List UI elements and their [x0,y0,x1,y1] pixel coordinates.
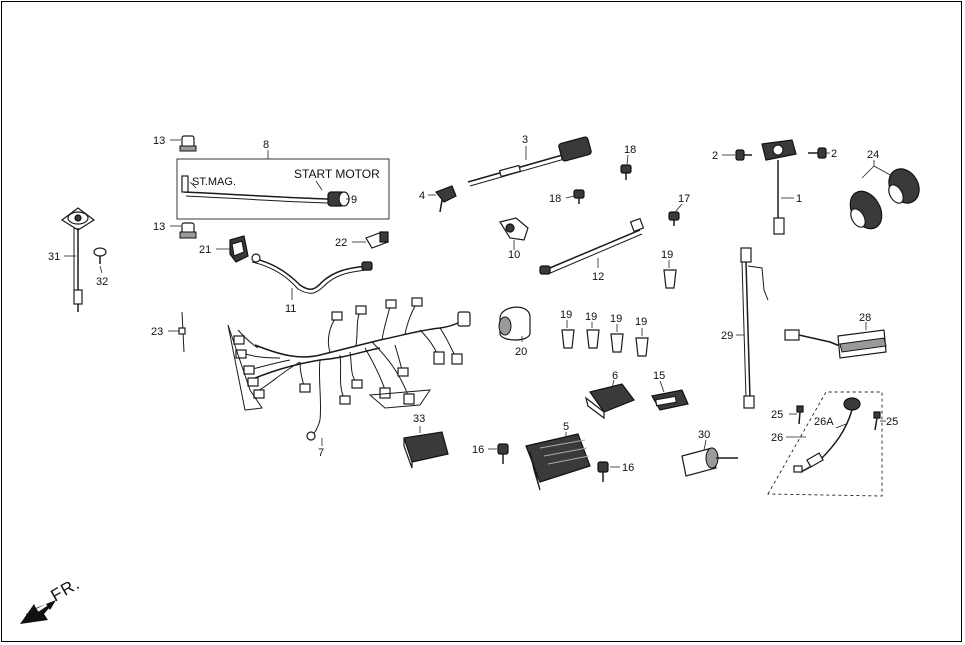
part-7-wire-harness[interactable] [227,297,471,441]
callout-5: 5 [563,421,569,433]
part-25-screw-left[interactable] [796,405,804,425]
callout-31: 31 [48,251,60,263]
callout-26a: 26A [814,416,834,428]
callout-11: 11 [285,303,296,315]
part-29-harness-lead[interactable] [740,247,769,409]
callout-22: 22 [335,237,347,249]
part-2-bolt-left[interactable] [735,149,752,161]
callout-15: 15 [653,370,665,382]
callout-1: 1 [796,193,802,205]
part-5-regulator[interactable] [525,433,591,491]
part-16-bolt-left[interactable] [497,443,509,464]
part-15-module[interactable] [651,389,689,411]
part-13-nut-bottom[interactable] [179,222,197,239]
part-16-bolt-right[interactable] [597,461,609,482]
front-label: FR. [48,574,84,606]
part-19-clip-d[interactable] [610,333,624,353]
part-22-boot[interactable] [365,231,389,249]
part-9-starter-cable[interactable] [181,175,350,207]
callout-20: 20 [515,346,527,358]
part-12-rod[interactable] [539,217,645,275]
callout-28: 28 [859,312,871,324]
callout-2-left: 2 [712,150,718,162]
callout-25-right: 25 [886,416,898,428]
part-13-nut-top[interactable] [179,135,197,152]
callout-24: 24 [867,149,879,161]
callout-16-right: 16 [622,462,634,474]
part-30-coil[interactable] [681,447,738,477]
part-33-module[interactable] [403,431,449,469]
part-11-ground-cable[interactable] [251,253,373,294]
part-10-bracket[interactable] [499,217,529,241]
callout-21: 21 [199,244,211,256]
callout-9: 9 [351,194,357,206]
part-17-bolt[interactable] [668,211,680,226]
part-25-screw-right[interactable] [873,411,881,431]
callout-33: 33 [413,413,425,425]
callout-3: 3 [522,134,528,146]
front-direction-arrow [20,600,56,624]
callout-10: 10 [508,249,520,261]
callout-25-left: 25 [771,409,783,421]
part-18-bolt-bottom[interactable] [573,189,585,204]
part-23-cable-tie[interactable] [178,311,186,353]
part-24-grips[interactable] [844,163,925,234]
callout-2-right: 2 [831,148,837,160]
callout-19-c: 19 [585,311,597,323]
part-3-rod-assembly[interactable] [467,136,592,187]
part-21-clip[interactable] [229,235,249,263]
part-18-bolt-top[interactable] [620,164,632,180]
label-start-motor: START MOTOR [294,167,380,181]
callout-16-left: 16 [472,444,484,456]
callout-6: 6 [612,370,618,382]
callout-23: 23 [151,326,163,338]
part-20-cylinder[interactable] [498,306,531,341]
part-32-screw[interactable] [93,247,107,264]
callout-19-b: 19 [560,309,572,321]
callout-32: 32 [96,276,108,288]
part-19-clip-c[interactable] [586,329,600,349]
part-4-sensor[interactable] [435,185,457,213]
callout-13-top: 13 [153,135,165,147]
callout-17: 17 [678,193,690,205]
callout-12: 12 [592,271,604,283]
part-19-clip-e[interactable] [635,337,649,357]
callout-13-bottom: 13 [153,221,165,233]
part-6-connector[interactable] [584,383,635,420]
part-19-clip-a[interactable] [663,269,677,289]
callout-19-e: 19 [635,316,647,328]
part-28-control-unit[interactable] [784,329,887,359]
callout-4: 4 [419,190,425,202]
part-31-sensor[interactable] [60,207,96,312]
callout-18-bottom: 18 [549,193,561,205]
callout-7: 7 [318,447,324,459]
callout-19-a: 19 [661,249,673,261]
callout-29: 29 [721,330,733,342]
part-8-cable-box [176,158,390,220]
part-1-sensor[interactable] [761,139,797,235]
label-st-mag: ST.MAG. [192,176,236,188]
callout-30: 30 [698,429,710,441]
callout-8: 8 [263,139,269,151]
callout-19-d: 19 [610,313,622,325]
part-2-bolt-right[interactable] [808,147,827,159]
callout-18-top: 18 [624,144,636,156]
part-26-group-box [767,391,883,497]
callout-26: 26 [771,432,783,444]
part-26a-socket[interactable] [793,397,861,473]
part-19-clip-b[interactable] [561,329,575,349]
